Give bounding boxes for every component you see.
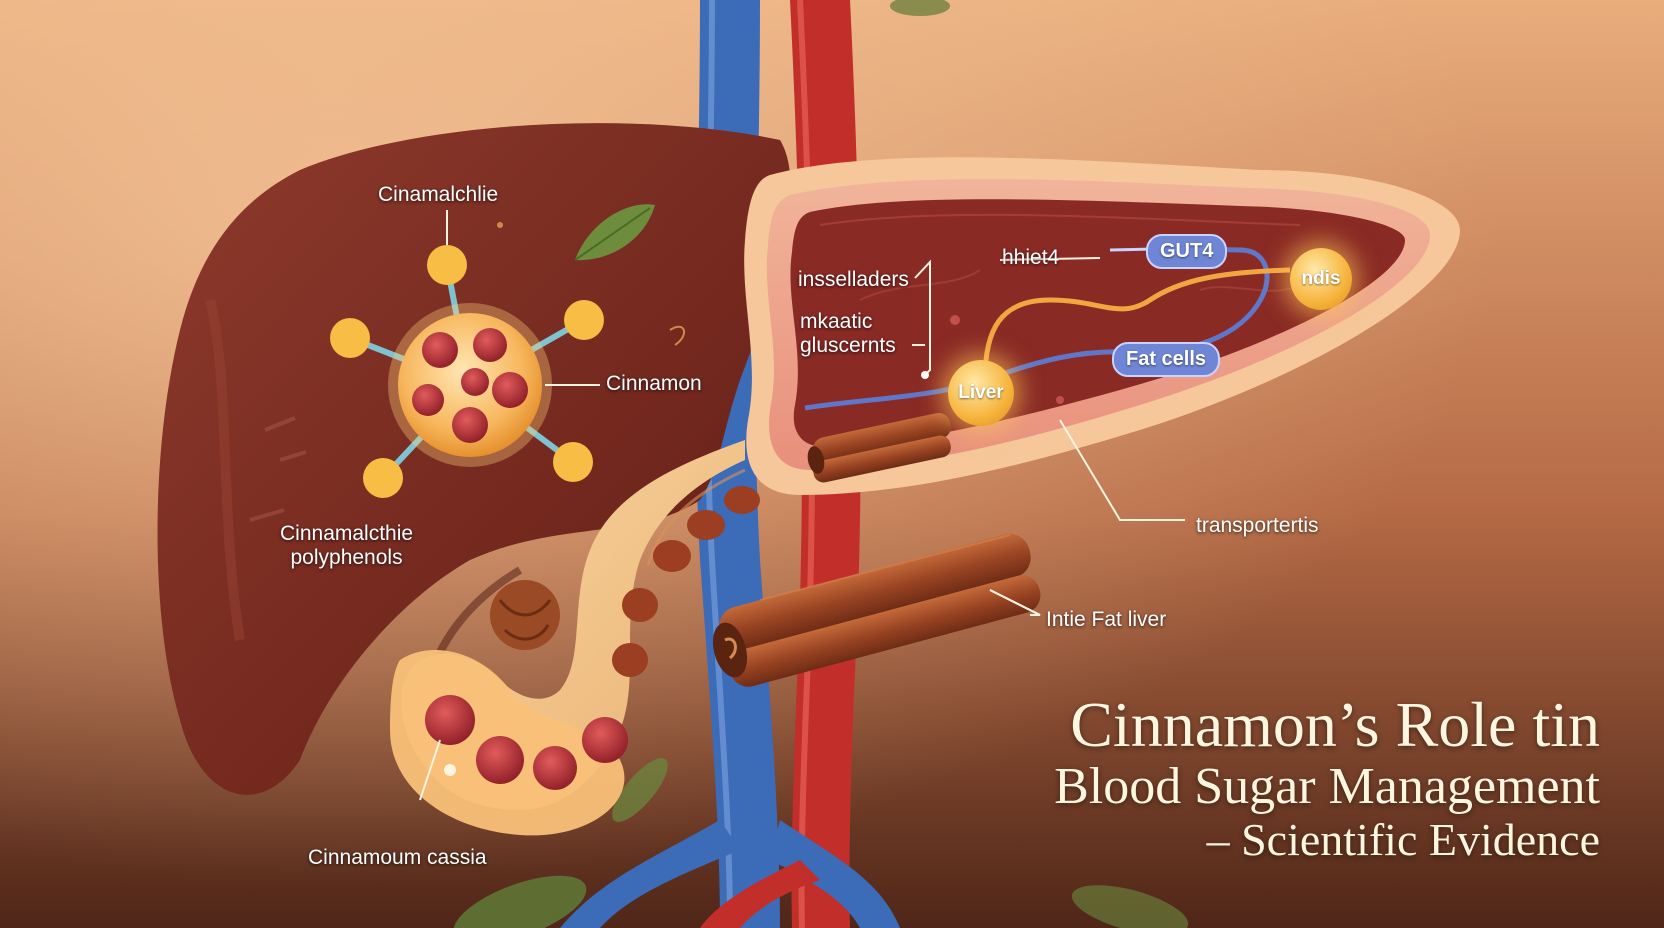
label-cassia: Cinnamoum cassia [308,846,487,869]
liver [157,123,791,795]
node-liver: Liver [948,360,1014,426]
cinnamon-stick-large [712,533,1041,687]
label-molecule-bottom: Cinnamalcthie polyphenols [280,522,414,570]
leader-lines [419,210,1185,801]
label-molecule-right: Cinnamon [606,372,702,395]
label-insulators: insselladers [798,268,909,291]
cinnamon-molecule [330,245,604,498]
pill-glut4: GUT4 [1146,234,1228,269]
title-line-1: Cinnamon’s Role tin [1070,689,1600,760]
title-line-3: – Scientific Evidence [1206,814,1600,866]
node-cells: ndis [1290,248,1352,310]
title-line-2: Blood Sugar Management [1054,758,1600,816]
label-transporters: transportertis [1196,514,1319,537]
label-inhibit: hhiet4 [1002,246,1060,269]
title-block: Cinnamon’s Role tin Blood Sugar Manageme… [1054,690,1600,865]
label-fat-liver: Intie Fat liver [1046,608,1167,631]
cinnamon-stick-small [807,412,951,483]
label-metabolic: mkaatic gluscernts [800,310,896,358]
pathway-orange [982,267,1291,381]
label-molecule-top: Cinamalchlie [378,183,499,206]
duct-lobules [612,486,760,677]
pill-fat-cells: Fat cells [1112,342,1221,377]
